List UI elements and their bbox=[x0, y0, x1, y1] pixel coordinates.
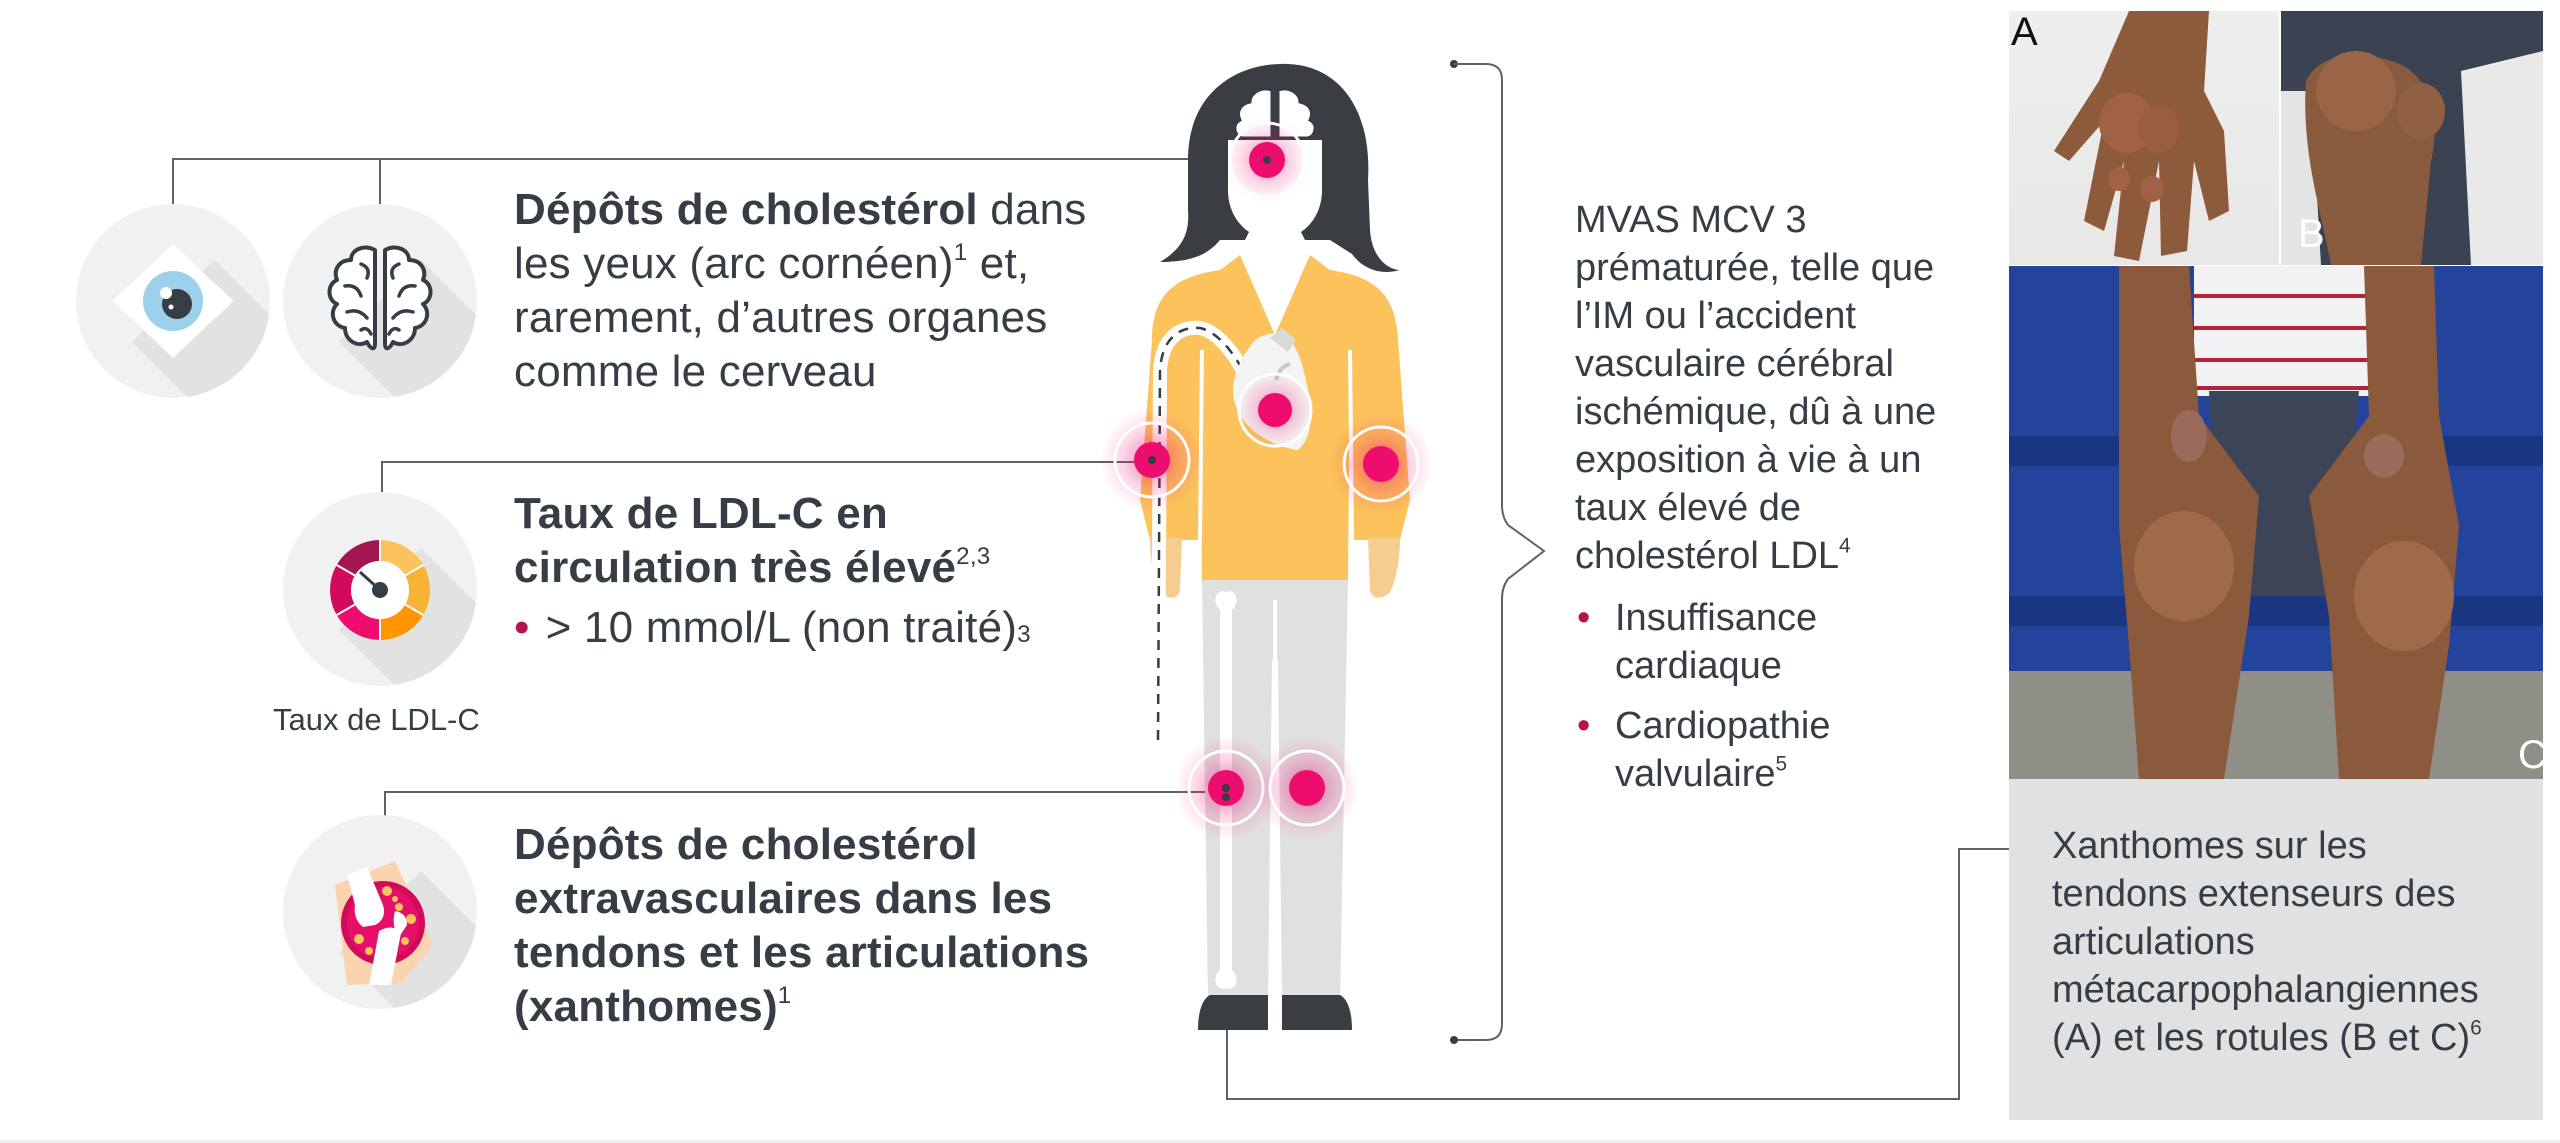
gauge-icon bbox=[330, 540, 430, 640]
photo-label-c: C bbox=[2518, 733, 2547, 777]
hotspot-heart bbox=[1258, 393, 1292, 427]
woman-body-figure bbox=[1100, 63, 1433, 1030]
brain-icon bbox=[327, 245, 433, 351]
eye-icon-circle bbox=[76, 204, 270, 398]
item2-title-line1: Taux de LDL-C en bbox=[514, 489, 888, 538]
gauge-icon-label: Taux de LDL-C bbox=[273, 702, 480, 737]
photo-b-knee-xanthomas bbox=[2281, 11, 2543, 265]
eye-icon bbox=[113, 244, 233, 358]
connector-knee-photo-h bbox=[1226, 1098, 1960, 1100]
cvd-risk-text: MVAS MCV 3 prématurée, telle que l’IM ou… bbox=[1575, 196, 1995, 810]
item3-text: Dépôts de cholestérol extravasculaires d… bbox=[514, 820, 1090, 1031]
item2-title-line2: circulation très élevé bbox=[514, 543, 957, 592]
gauge-icon-circle bbox=[283, 492, 477, 686]
connector-brain-v bbox=[379, 158, 381, 224]
brain-icon-circle bbox=[283, 204, 477, 398]
item1-text: Dépôts de cholestérol dans les yeux (arc… bbox=[514, 185, 1087, 396]
photo-a-hand-xanthomas bbox=[2009, 11, 2279, 265]
item2-text: Taux de LDL-C en circulation très élevé2… bbox=[514, 487, 1114, 655]
photo-c-knees-xanthomas bbox=[2009, 266, 2543, 779]
hotspot-right-arm bbox=[1363, 446, 1399, 482]
hotspot-right-knee bbox=[1289, 770, 1325, 806]
connector-eye-v bbox=[172, 158, 174, 224]
connector-caption-h bbox=[1958, 848, 2034, 850]
connector-ldl-h bbox=[382, 461, 1152, 463]
photo-caption: Xanthomes sur les tendons extenseurs des… bbox=[2052, 825, 2482, 1059]
knee-icon-circle bbox=[283, 815, 477, 1009]
photo-label-b: B bbox=[2298, 212, 2325, 256]
connector-knee-v bbox=[384, 791, 386, 833]
bracket bbox=[1450, 60, 1546, 1044]
knee-joint-icon bbox=[335, 861, 433, 985]
bullet-icon: • bbox=[514, 603, 530, 652]
photo-label-a: A bbox=[2011, 10, 2038, 54]
connector-knee-h bbox=[385, 791, 1225, 793]
item1-title: Dépôts de cholestérol bbox=[514, 185, 978, 234]
connector-ldl-v bbox=[381, 461, 383, 505]
connector-brain-h bbox=[173, 158, 1267, 160]
photo-caption-panel bbox=[2009, 779, 2543, 1120]
bottom-divider bbox=[0, 1140, 2560, 1143]
connector-caption-v bbox=[1958, 849, 1960, 1100]
